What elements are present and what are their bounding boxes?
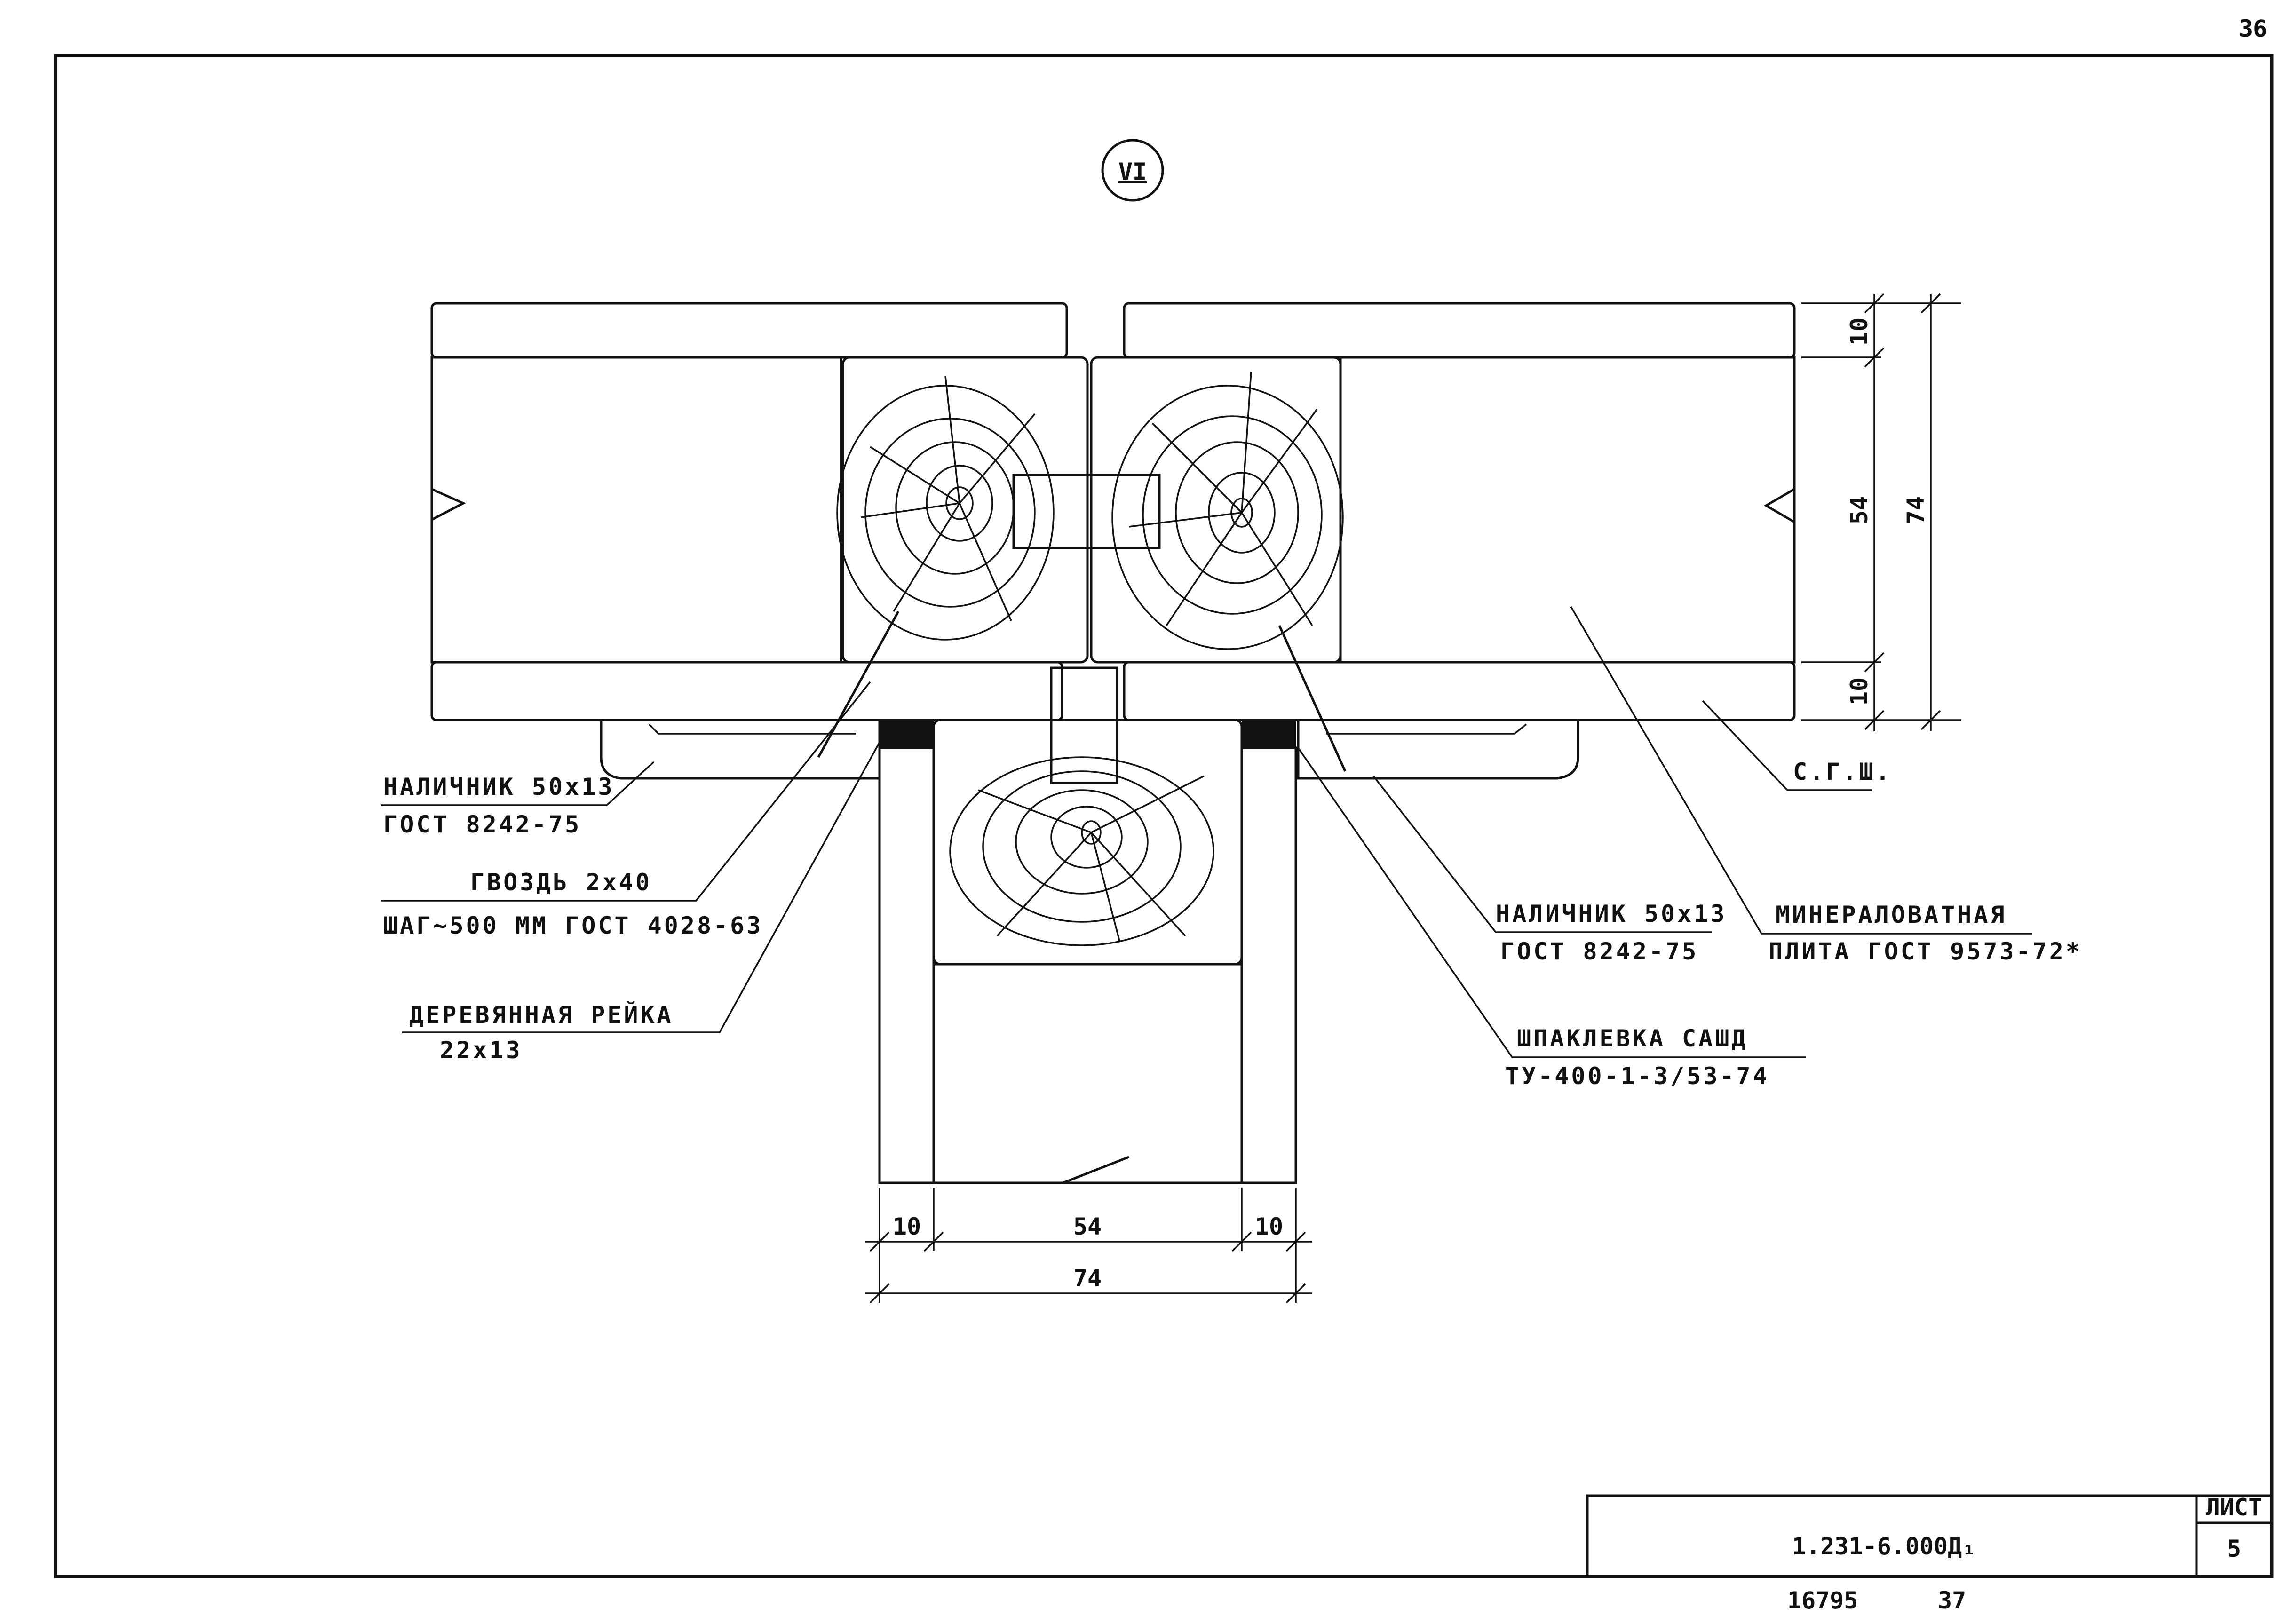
dim-right-total: 74 [1902, 496, 1929, 524]
callout-sealant: ШПАКЛЕВКА САШД ТУ-400-1-3/53-74 [1297, 747, 1806, 1090]
dim-bottom-right-skin: 10 [1255, 1213, 1283, 1240]
callout-casing-right: НАЛИЧНИК 50х13 ГОСТ 8242-75 [1372, 775, 1727, 965]
dim-right-core: 54 [1846, 496, 1873, 524]
svg-text:НАЛИЧНИК 50х13: НАЛИЧНИК 50х13 [1496, 900, 1727, 927]
title-block: 1.231-6.000Д₁ ЛИСТ 5 16795 37 [1586, 1494, 2272, 1614]
sealant-right [1242, 720, 1296, 748]
sheet-label: ЛИСТ [2206, 1494, 2262, 1521]
callout-gypsum-board: С.Г.Ш. [1702, 700, 1892, 791]
svg-text:ГОСТ 8242-75: ГОСТ 8242-75 [383, 811, 581, 838]
dim-right-bottom-skin: 10 [1846, 677, 1873, 705]
casing-left [600, 719, 881, 780]
sheet-number: 5 [2227, 1535, 2241, 1562]
dimension-right: 10 54 10 74 [1801, 293, 1961, 731]
svg-text:ШПАКЛЕВКА САШД: ШПАКЛЕВКА САШД [1517, 1025, 1748, 1052]
svg-text:ДЕРЕВЯННАЯ РЕЙКА: ДЕРЕВЯННАЯ РЕЙКА [409, 1001, 674, 1029]
svg-text:ГОСТ 8242-75: ГОСТ 8242-75 [1500, 938, 1698, 965]
dim-bottom-total: 74 [1073, 1265, 1102, 1292]
callout-nail: ГВОЗДЬ 2х40 ШАГ~500 ММ ГОСТ 4028-63 [381, 681, 871, 939]
dimension-bottom: 10 54 10 74 [865, 1188, 1312, 1304]
casing-right [1297, 719, 1579, 780]
page-corner-number: 36 [2239, 15, 2267, 42]
timber-stud-left [836, 356, 1089, 664]
sealant-left [880, 720, 934, 748]
archive-number: 16795 [1787, 1587, 1858, 1614]
callout-casing-left: НАЛИЧНИК 50х13 ГОСТ 8242-75 [381, 761, 655, 838]
timber-stud-bottom [932, 666, 1243, 966]
svg-text:МИНЕРАЛОВАТНАЯ: МИНЕРАЛОВАТНАЯ [1776, 901, 2006, 928]
svg-text:С.Г.Ш.: С.Г.Ш. [1793, 758, 1892, 785]
dim-bottom-left-skin: 10 [893, 1213, 921, 1240]
dim-right-top-skin: 10 [1846, 317, 1873, 346]
svg-text:VI: VI [1118, 158, 1147, 185]
nail-right [1278, 625, 1347, 772]
callout-batten: ДЕРЕВЯННАЯ РЕЙКА 22х13 [402, 733, 885, 1064]
dim-bottom-core: 54 [1073, 1213, 1102, 1240]
drawing-frame [54, 54, 2274, 1578]
svg-text:ПЛИТА ГОСТ 9573-72*: ПЛИТА ГОСТ 9573-72* [1769, 938, 2082, 965]
svg-text:22х13: 22х13 [440, 1037, 523, 1064]
detail-mark: VI [1101, 139, 1164, 202]
svg-text:ШАГ~500 ММ ГОСТ 4028-63: ШАГ~500 ММ ГОСТ 4028-63 [383, 912, 763, 939]
spline [1012, 474, 1161, 549]
right-wall-panel [1123, 302, 1796, 721]
timber-stud-right [1090, 356, 1344, 664]
svg-text:ТУ-400-1-3/53-74: ТУ-400-1-3/53-74 [1505, 1062, 1769, 1090]
callout-mineral-wool: МИНЕРАЛОВАТНАЯ ПЛИТА ГОСТ 9573-72* [1570, 606, 2082, 965]
svg-text:НАЛИЧНИК 50х13: НАЛИЧНИК 50х13 [383, 773, 614, 800]
drawing-code: 1.231-6.000Д₁ [1792, 1533, 1976, 1560]
archive-suffix: 37 [1938, 1587, 1966, 1614]
nail-left [817, 610, 900, 758]
svg-text:ГВОЗДЬ 2х40: ГВОЗДЬ 2х40 [470, 869, 652, 896]
